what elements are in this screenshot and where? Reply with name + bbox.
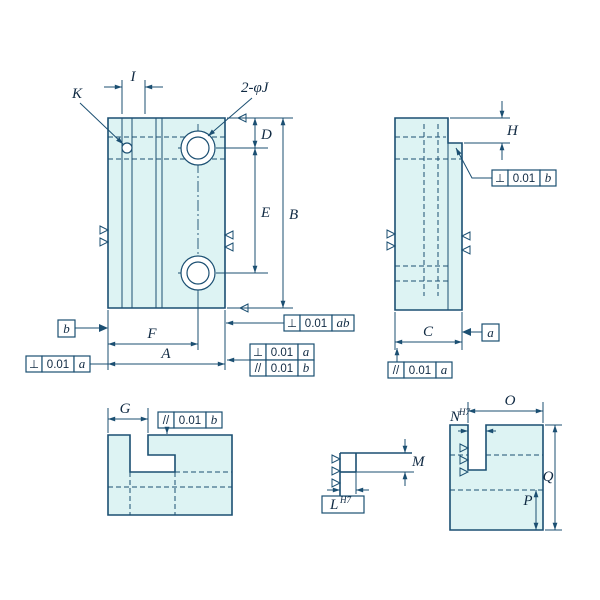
tol-symbol: //: [255, 363, 262, 375]
hole-top: [186, 136, 210, 160]
tol-value: 0.01: [271, 363, 293, 375]
dim-B-label: B: [289, 207, 298, 223]
dim-H: H: [450, 101, 519, 160]
dim-F-label: F: [146, 326, 157, 342]
dim-E-label: E: [260, 205, 270, 221]
tolerance-frame-stack: ⊥ 0.01 a // 0.01 b: [227, 343, 315, 377]
dim-I: I: [104, 69, 163, 114]
section-view: O N H7 Q P: [449, 393, 562, 531]
tolerance-frame-front-right: ⊥ 0.01 ab: [226, 314, 355, 332]
hole-bottom: [186, 261, 210, 285]
dim-G-label: G: [120, 401, 131, 417]
tolerance-frame-plan-top: // 0.01 b: [157, 411, 223, 434]
dim-O-label: O: [505, 393, 516, 409]
dim-N: N H7: [449, 407, 496, 434]
dim-L: L H7: [321, 487, 369, 514]
datum-a-label: a: [487, 325, 494, 340]
tol-datum: b: [211, 412, 218, 427]
dim-G: G: [107, 401, 149, 433]
datum-b-label: b: [63, 321, 70, 336]
dim-L-tolerance-class: H7: [339, 495, 351, 505]
tolerance-frame-side-right: ⊥ 0.01 b: [455, 147, 557, 187]
tol-symbol: //: [163, 415, 170, 427]
dim-O: O: [467, 393, 544, 423]
dim-I-label: I: [130, 69, 137, 85]
datum-b: b: [57, 319, 108, 338]
tol-datum: ab: [337, 315, 351, 330]
small-hole-k: [121, 142, 133, 154]
dim-N-label: N: [449, 409, 461, 425]
side-view: H ⊥ 0.01 b C a: [386, 101, 557, 379]
plan-view-hidden-lines: [108, 471, 232, 515]
section-view-outline: [449, 424, 544, 531]
tol-datum: a: [79, 356, 86, 371]
front-bottom-dims: F A: [107, 292, 226, 370]
dim-Q: Q: [543, 424, 562, 531]
datum-a-triangle: [462, 328, 471, 336]
dim-K: K: [71, 86, 124, 145]
slot-detail-view: M L H7: [321, 439, 426, 514]
side-view-hidden-lines: [395, 124, 462, 296]
tol-value: 0.01: [47, 359, 69, 371]
dim-P-label: P: [522, 493, 532, 509]
dim-A-label: A: [160, 346, 171, 362]
dim-M: M: [402, 439, 426, 486]
plan-view-outline: [107, 434, 233, 516]
dim-N-tolerance-class: H7: [458, 407, 470, 417]
dim-C-label: C: [423, 324, 434, 340]
dim-Q-label: Q: [543, 469, 554, 485]
tol-datum: a: [441, 362, 448, 377]
tolerance-frame-front-bottom-left: ⊥ 0.01 a: [25, 355, 108, 373]
surface-finish-marks-detail: [331, 454, 342, 488]
dim-C: C: [394, 312, 463, 350]
dim-M-label: M: [411, 454, 426, 470]
front-right-dims: D E B: [217, 117, 298, 309]
tolerance-frame-side-bottom: // 0.01 a: [387, 348, 453, 379]
surface-finish-marks-section: [459, 443, 470, 477]
tol-symbol: ⊥: [253, 347, 263, 359]
tol-datum: b: [545, 170, 552, 185]
tol-value: 0.01: [179, 415, 201, 427]
tol-symbol: ⊥: [495, 173, 505, 185]
surface-finish-marks-side: [386, 229, 471, 255]
tol-datum: b: [303, 360, 310, 375]
datum-b-triangle: [99, 324, 108, 332]
tol-value: 0.01: [409, 365, 431, 377]
tol-value: 0.01: [305, 318, 327, 330]
dim-K-label: K: [71, 86, 83, 102]
section-view-hidden-lines: [450, 454, 543, 491]
tol-symbol: ⊥: [287, 318, 297, 330]
tol-value: 0.01: [271, 347, 293, 359]
front-view: I K 2-φJ D E B: [25, 69, 355, 377]
datum-a: a: [462, 323, 500, 342]
dim-holes: 2-φJ: [207, 80, 270, 137]
tol-value: 0.01: [513, 173, 535, 185]
side-view-outline: [394, 117, 463, 311]
dim-H-label: H: [506, 123, 519, 139]
tol-datum: a: [303, 344, 310, 359]
dim-D-label: D: [260, 127, 272, 143]
tol-symbol: ⊥: [29, 359, 39, 371]
dim-holes-label: 2-φJ: [241, 80, 270, 96]
dim-L-label: L: [329, 497, 338, 513]
dim-P: P: [522, 490, 539, 530]
plan-view: G // 0.01 b: [107, 401, 233, 516]
tol-symbol: //: [393, 365, 400, 377]
